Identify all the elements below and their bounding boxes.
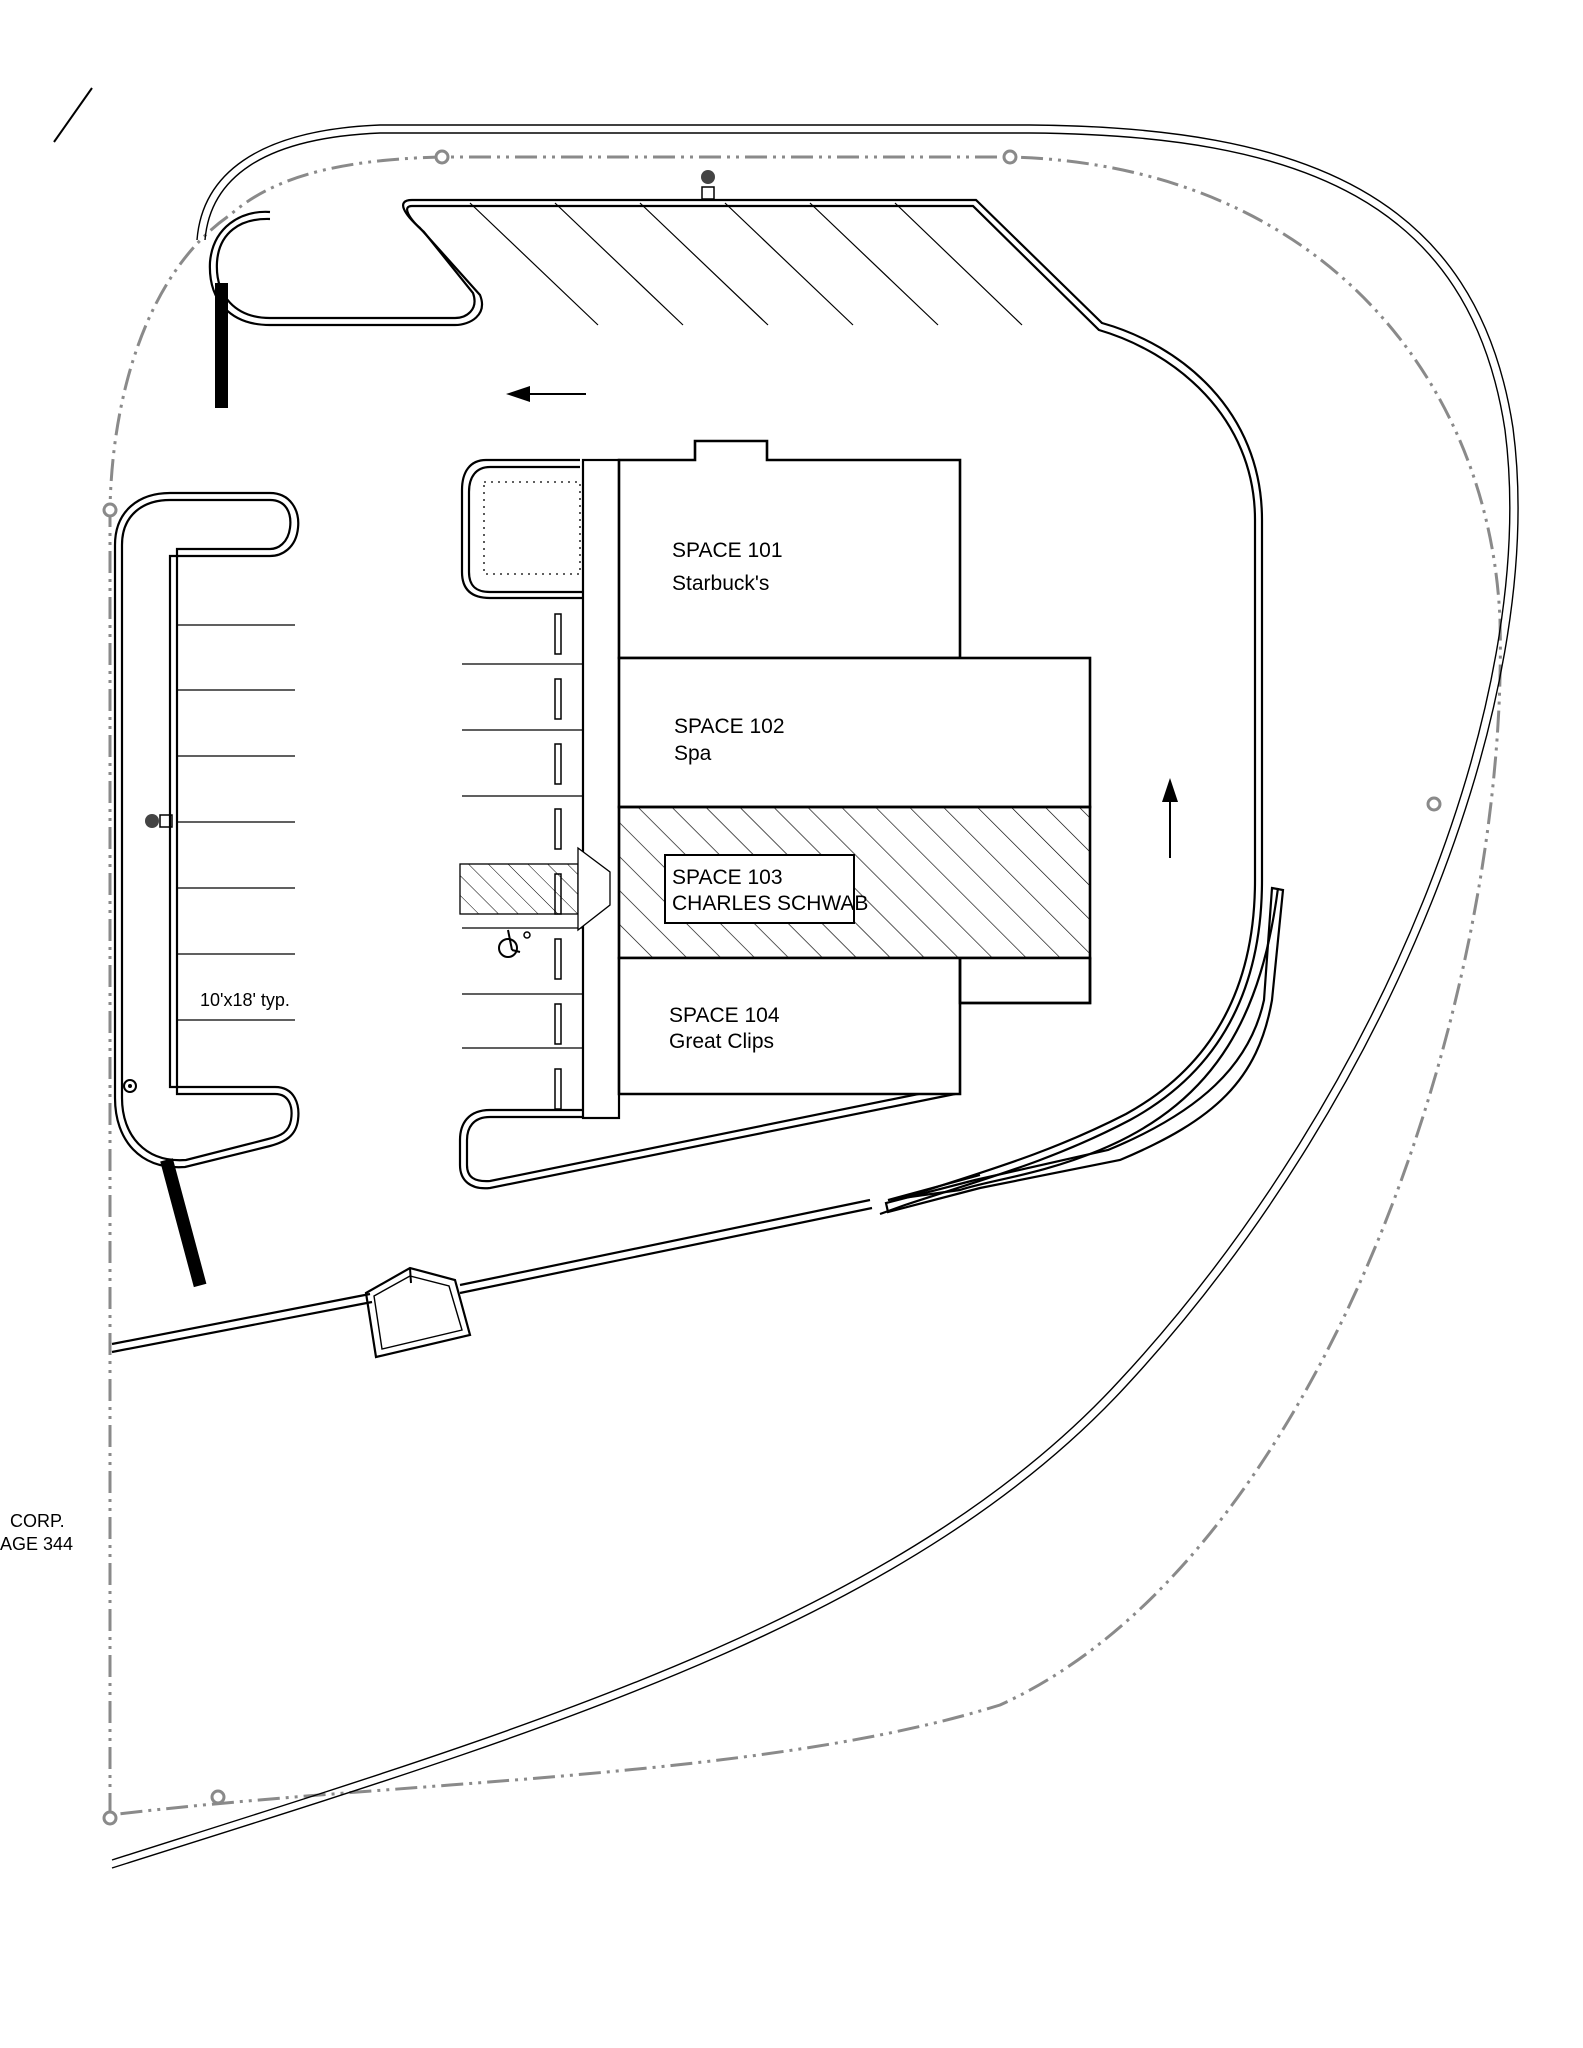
north-angled-stalls (469, 202, 1023, 326)
north-landscape-island (412, 198, 1264, 1216)
driveway-curb (459, 1206, 873, 1295)
adjacent-owner-note-line1: CORP. (10, 1511, 65, 1531)
fire-hydrant-icon (123, 1079, 137, 1093)
east-walk-strip (887, 887, 1280, 1202)
space-102-tenant: Spa (674, 742, 712, 765)
curb-stub (160, 1158, 207, 1288)
kiosk-structure-inner (373, 1275, 463, 1350)
kiosk-structure (364, 1266, 472, 1359)
space-101 (617, 439, 962, 660)
space-101-tenant: Starbuck's (672, 572, 769, 595)
adjacent-owner-note-line2: AGE 344 (0, 1534, 73, 1554)
space-103-label-box (664, 854, 855, 924)
kiosk-door (409, 1267, 412, 1284)
road-edge (111, 132, 1511, 1861)
west-parking-island (120, 498, 293, 1162)
north-curb-island (208, 198, 483, 327)
west-parking-island (113, 491, 300, 1169)
property-pin (210, 1789, 226, 1805)
road-edge (111, 124, 1519, 1869)
curb-stub (215, 283, 228, 408)
curb-ramp (577, 846, 611, 932)
south-curb-island (465, 1084, 959, 1183)
property-pin (102, 502, 118, 518)
space-103-number: SPACE 103 (672, 866, 783, 889)
space-103-tenant: CHARLES SCHWAB (672, 892, 868, 915)
west-parking-stalls (177, 624, 295, 1021)
wheel-stops (554, 613, 562, 1110)
accessible-parking-icon (498, 929, 531, 958)
driveway-curb (111, 1292, 371, 1346)
space-101-number: SPACE 101 (672, 539, 783, 562)
space-102-number: SPACE 102 (674, 715, 785, 738)
planter-bed (483, 481, 581, 575)
building-planter (460, 458, 585, 600)
property-pin (102, 1810, 118, 1826)
south-curb-island (458, 1091, 961, 1190)
space-102 (617, 656, 1092, 809)
space-104-outline (958, 958, 1092, 1005)
building (617, 439, 1092, 1096)
space-104-number: SPACE 104 (669, 1004, 780, 1027)
north-landscape-island (412, 204, 1257, 1200)
space-104-tenant: Great Clips (669, 1030, 774, 1053)
light-pole-icon (701, 170, 715, 200)
east-parking-stalls (462, 663, 583, 1049)
light-pole-icon (145, 814, 173, 828)
parking-dimension-note: 10'x18' typ. (200, 990, 290, 1010)
property-pin (1002, 149, 1018, 165)
building-planter (467, 465, 585, 594)
building-sidewalk (581, 458, 621, 1120)
north-curb-island (215, 204, 476, 320)
property-pin (1426, 796, 1442, 812)
driveway-curb (111, 1300, 373, 1354)
property-line (108, 155, 1502, 1817)
property-pin (434, 149, 450, 165)
accessible-aisle (459, 863, 579, 915)
driveway-curb (459, 1198, 871, 1287)
east-walk-strip (884, 886, 1285, 1214)
north-arrow-icon (53, 87, 93, 143)
